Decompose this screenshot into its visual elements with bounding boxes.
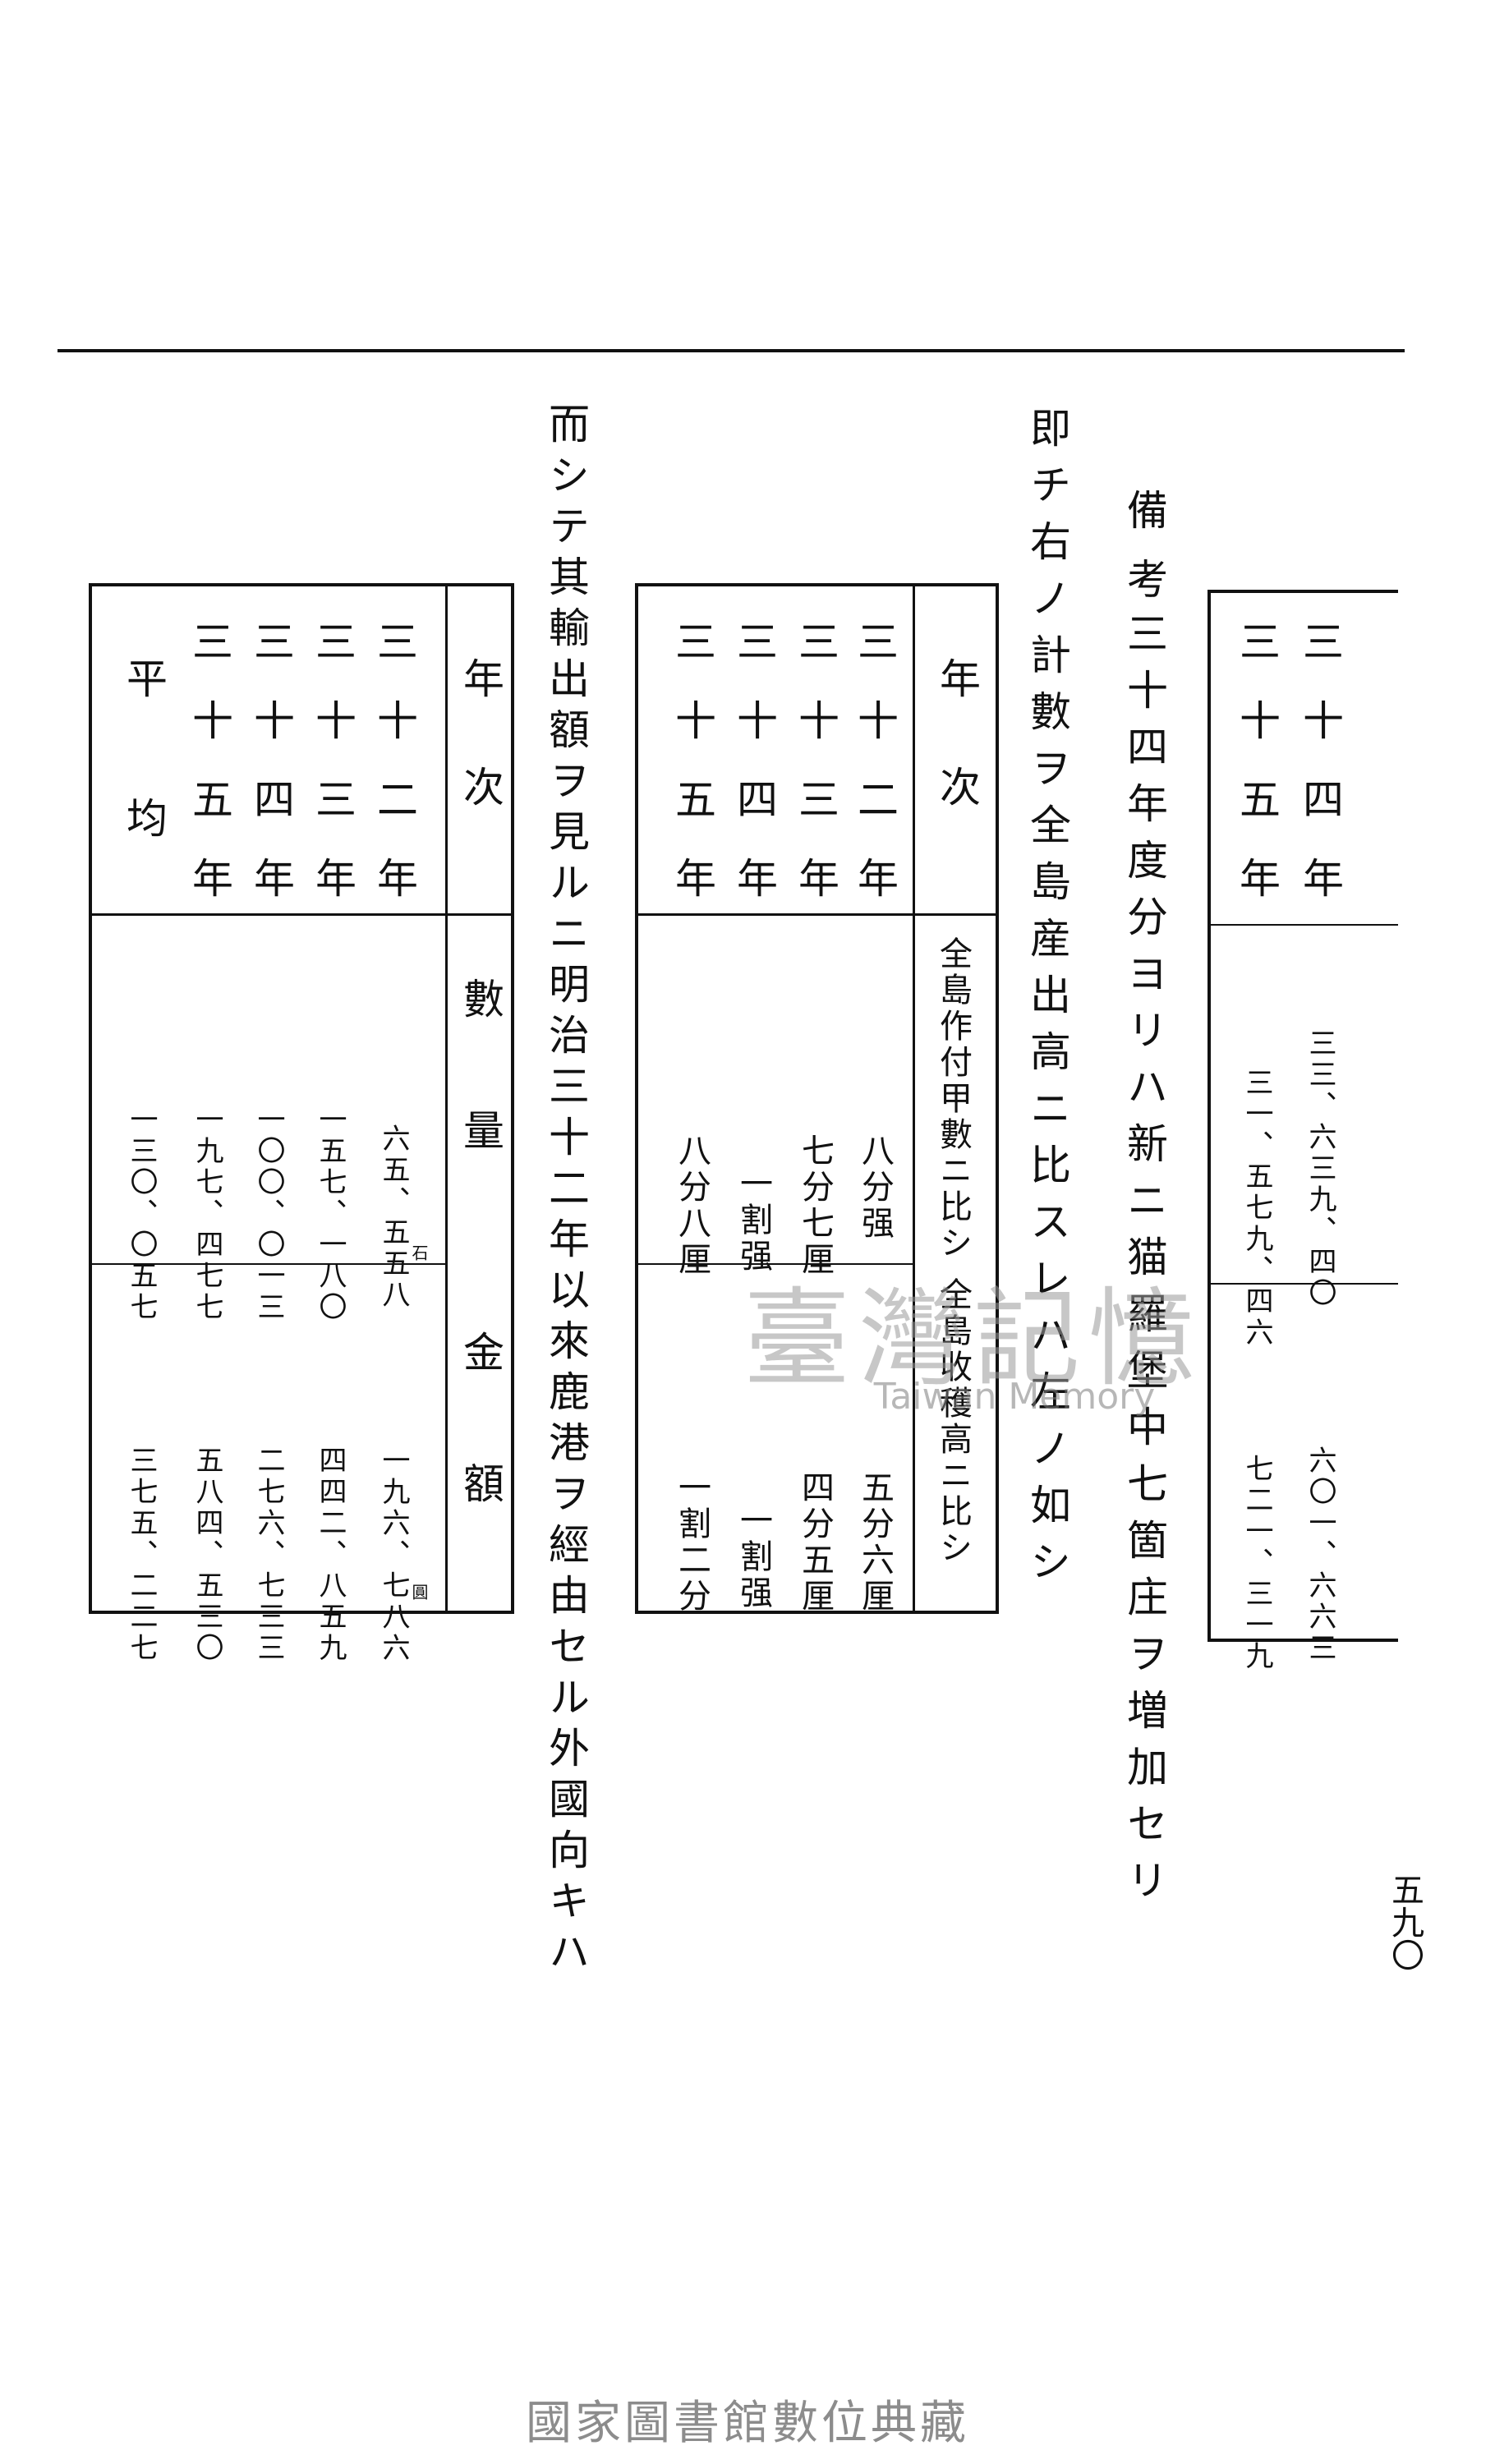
table-top-right-left-border: [1208, 590, 1211, 1642]
table-row-harvest: 四分五厘: [796, 1470, 834, 1615]
table-row-planted: 八分强: [856, 1133, 894, 1242]
table-row-amount: 三七五、二二七: [125, 1446, 158, 1664]
table-row-amount: 七二一、三一九: [1240, 1454, 1273, 1672]
table-ratio-mid-divider: [638, 1263, 913, 1265]
table-top-right-top-border: [1208, 590, 1398, 593]
table-row-year: 三十四年: [247, 620, 295, 935]
table-row-year: 三十二年: [370, 620, 418, 935]
remarks-label: 備考: [1120, 489, 1168, 627]
table-row-year: 三十二年: [851, 620, 899, 935]
table-row-year: 三十四年: [1296, 620, 1344, 935]
table-row-quantity: 三一、五七九、四六: [1240, 1068, 1273, 1349]
table-row-year: 平均: [120, 657, 168, 936]
table-row-harvest: 五分六厘: [856, 1470, 894, 1615]
table-ratio-header-planted: 全島作付甲數ニ比シ: [934, 936, 972, 1262]
table-top-right-bottom-border: [1208, 1639, 1398, 1642]
table-row-amount: 六〇一、六六三: [1304, 1446, 1336, 1664]
table-row-amount: 四四二、八五九: [314, 1446, 347, 1664]
table-ratio-header-year: 年次: [933, 657, 981, 874]
table-top-right-divider-1: [1211, 924, 1398, 926]
table-row-year: 三十四年: [730, 620, 778, 935]
table-row-quantity: 六五、五五八: [377, 1124, 410, 1311]
table-row-planted: 八分八厘: [673, 1133, 711, 1278]
watermark-logo: 臺灣記憶 Taiwan Memory: [743, 1253, 1286, 1433]
table-export: [89, 583, 514, 1614]
table-export-unit-quantity: 石: [409, 1244, 429, 1264]
table-row-planted: 一割强: [734, 1166, 772, 1275]
table-row-quantity: 一〇〇、〇一三: [252, 1105, 285, 1323]
table-row-quantity: 一九七、四七七: [191, 1105, 223, 1323]
table-row-harvest: 一割强: [734, 1503, 772, 1611]
table-ratio-year-divider: [638, 913, 996, 916]
table-row-quantity: 一三〇、〇五七: [125, 1105, 158, 1323]
table-row-quantity: 一五七、一八〇: [314, 1105, 347, 1323]
table-row-harvest: 一割二分: [673, 1470, 711, 1615]
remarks-line-2: 即チ右ノ計數ヲ全島産出高ニ比スレハ左ノ如シ: [1024, 407, 1071, 1597]
table-ratio-header-divider: [913, 586, 915, 1611]
table-row-amount: 五八四、五三〇: [191, 1446, 223, 1664]
table-export-header-quantity: 數量: [457, 977, 504, 1240]
footer-text: 國家圖書館數位典藏: [526, 2397, 969, 2450]
table-ratio: [635, 583, 999, 1614]
table-export-header-amount: 金額: [457, 1331, 504, 1593]
table-export-unit-amount: 圓: [409, 1584, 429, 1603]
table-export-mid-divider: [92, 1263, 445, 1265]
table-top-right-divider-2: [1211, 1283, 1398, 1285]
table-export-year-divider: [92, 913, 511, 916]
table-export-header-year: 年次: [457, 657, 504, 874]
watermark-english: Taiwan Memory: [873, 1376, 1156, 1418]
watermark-chinese: 臺灣記憶: [743, 1276, 1204, 1401]
table-row-amount: 一九六、七八六: [377, 1446, 410, 1664]
page-number: 五九〇: [1386, 1873, 1424, 1971]
table-row-year: 三十三年: [792, 620, 840, 935]
table-row-planted: 七分七厘: [796, 1133, 834, 1278]
table-row-year: 三十三年: [309, 620, 356, 935]
table-export-header-divider: [445, 586, 448, 1611]
page-top-rule: [58, 349, 1405, 352]
table-row-amount: 二七六、七三三: [252, 1446, 285, 1664]
table-row-year: 三十五年: [186, 620, 233, 935]
table-row-year: 三十五年: [1233, 620, 1281, 935]
table-ratio-header-harvest: 全島收穫高ニ比シ: [934, 1277, 972, 1566]
remarks-line-1: 三十四年度分ヨリハ新ニ猫羅堡中七箇庄ヲ増加セリ: [1120, 612, 1168, 1915]
paragraph-line-1: 而シテ其輸出額ヲ見ルニ明治三十二年以來鹿港ヲ經由セル外國向キハ: [542, 402, 590, 1981]
table-row-year: 三十五年: [669, 620, 716, 935]
table-row-quantity: 三三、六三九、四〇: [1304, 1028, 1336, 1309]
